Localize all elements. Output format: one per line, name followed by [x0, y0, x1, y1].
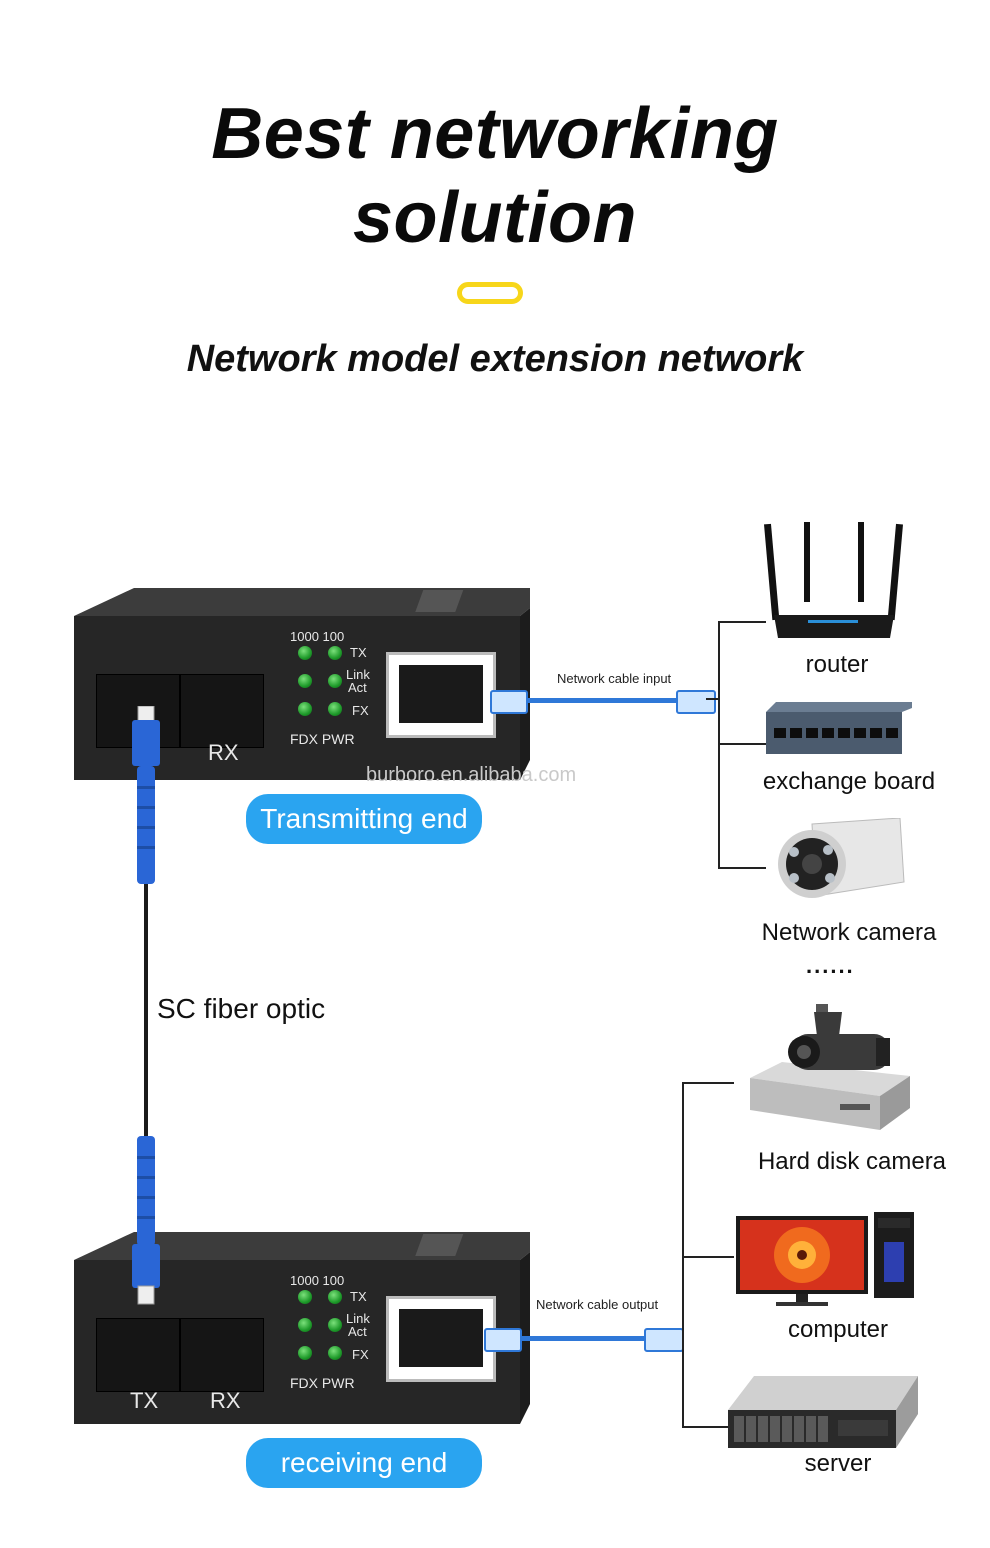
bracket-top-vertical	[718, 621, 720, 869]
led-label-act: Act	[348, 1324, 367, 1339]
led-label-link: Link	[346, 667, 370, 682]
led-header: 1000 100	[290, 1273, 345, 1288]
led-100-link	[328, 1318, 342, 1332]
rj45-plug-icon	[490, 690, 528, 714]
device-label-computer: computer	[787, 1316, 889, 1343]
led-label-tx: TX	[350, 1289, 367, 1304]
led-100-link	[328, 674, 342, 688]
led-1000-fx	[298, 1346, 312, 1360]
watermark: burboro.en.alibaba.com	[366, 764, 577, 786]
fiber-label: SC fiber optic	[157, 993, 326, 1024]
cable-label-output: Network cable output	[536, 1297, 659, 1312]
computer-icon	[736, 1212, 914, 1306]
port-label-tx: TX	[130, 1388, 159, 1413]
led-footer: FDX PWR	[290, 1375, 355, 1391]
device-label-camera: Network camera	[761, 919, 937, 946]
led-label-tx: TX	[350, 645, 367, 660]
led-100-tx	[328, 646, 342, 660]
subtitle: Network model extension network	[186, 338, 804, 380]
bracket-top-h1	[718, 621, 766, 623]
device-label-dvr: Hard disk camera	[757, 1148, 947, 1175]
sc-fiber-cable	[144, 778, 148, 1140]
port-label-rx: RX	[210, 1388, 241, 1413]
dvr-camera-icon	[750, 1004, 910, 1130]
device-label-router: router	[805, 651, 869, 678]
accent-pill-icon	[457, 282, 523, 304]
network-cable-output	[496, 1336, 674, 1341]
led-100-fx	[328, 1346, 342, 1360]
receiving-end-label: receiving end	[246, 1438, 482, 1488]
bracket-bottom-h1	[682, 1082, 734, 1084]
led-100-tx	[328, 1290, 342, 1304]
bracket-bottom-vertical	[682, 1082, 684, 1428]
transmitting-end-label: Transmitting end	[246, 794, 482, 844]
led-1000-tx	[298, 1290, 312, 1304]
switch-icon	[766, 702, 912, 754]
led-label-fx: FX	[352, 703, 369, 718]
led-1000-fx	[298, 702, 312, 716]
sc-port-rx	[180, 674, 264, 748]
title-line-2: solution	[353, 178, 637, 258]
network-cable-input	[496, 698, 708, 703]
camera-icon	[778, 818, 905, 898]
rj45-plug-icon	[484, 1328, 522, 1352]
bracket-top-h2	[718, 743, 766, 745]
led-header: 1000 100	[290, 629, 345, 644]
rj45-port	[386, 1296, 496, 1382]
led-100-fx	[328, 702, 342, 716]
bracket-bottom-h2	[682, 1256, 734, 1258]
device-label-switch: exchange board	[762, 768, 936, 795]
led-label-act: Act	[348, 680, 367, 695]
sc-port-tx	[96, 1318, 180, 1392]
led-1000-link	[298, 1318, 312, 1332]
led-footer: FDX PWR	[290, 731, 355, 747]
sc-connector-icon	[132, 706, 160, 884]
transmitter-device: RX 1000 100 TX Link Act FX FDX PWR	[74, 588, 530, 780]
bracket-top-join	[706, 698, 720, 700]
rj45-plug-icon	[644, 1328, 684, 1352]
ellipsis: ......	[806, 953, 855, 978]
rj45-plug-icon	[676, 690, 716, 714]
led-1000-link	[298, 674, 312, 688]
router-icon	[764, 522, 903, 638]
cable-label-input: Network cable input	[557, 671, 672, 686]
led-label-link: Link	[346, 1311, 370, 1326]
sc-connector-icon	[132, 1136, 160, 1305]
rj45-port	[386, 652, 496, 738]
led-label-fx: FX	[352, 1347, 369, 1362]
sc-port-rx	[180, 1318, 264, 1392]
bracket-bottom-h3	[682, 1426, 734, 1428]
bracket-top-h3	[718, 867, 766, 869]
title-line-1: Best networking	[211, 94, 779, 174]
led-1000-tx	[298, 646, 312, 660]
device-label-server: server	[804, 1450, 872, 1477]
port-label-rx: RX	[208, 740, 239, 765]
server-icon	[728, 1376, 918, 1448]
